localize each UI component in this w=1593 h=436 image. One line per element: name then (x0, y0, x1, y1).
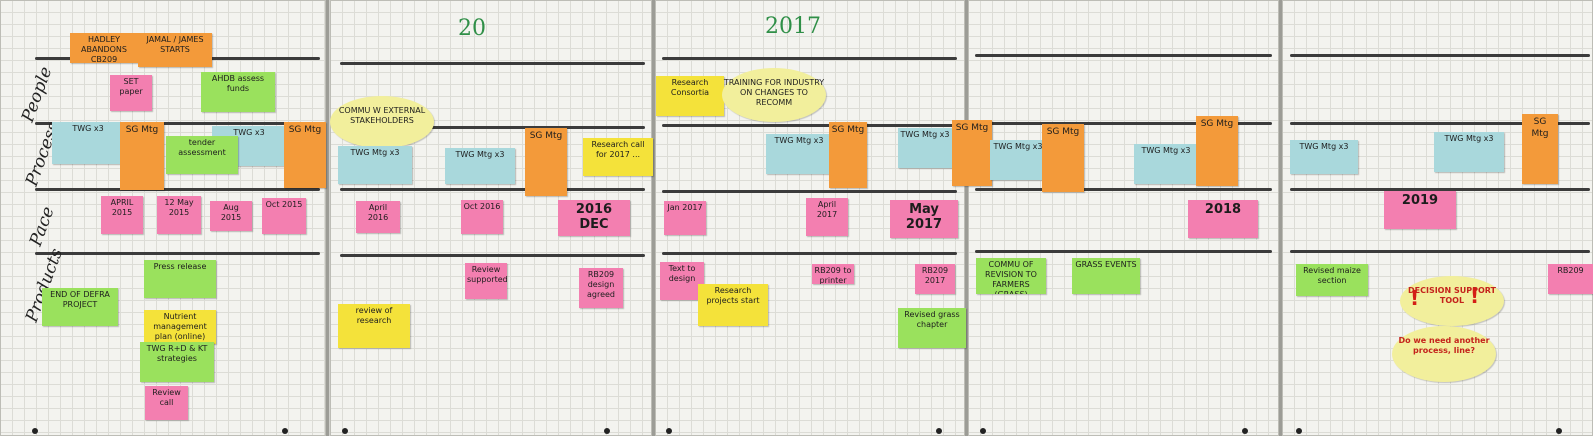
oval-note: Do we need another process, line? (1392, 326, 1496, 382)
row-line (662, 57, 957, 60)
sticky-note: TWG Mtg x3 (1290, 140, 1358, 174)
sticky-note: Review call (145, 386, 188, 420)
row-line (975, 250, 1272, 253)
sticky-note: Research projects start (698, 284, 768, 326)
oval-note: TRAINING FOR INDUSTRY ON CHANGES TO RECO… (722, 68, 826, 122)
row-line (340, 254, 645, 257)
row-line (35, 252, 320, 255)
sheet-divider (652, 0, 655, 436)
sticky-note: RB209 (1548, 264, 1593, 294)
sticky-note: AHDB assess funds (201, 72, 275, 112)
sticky-note: SG Mtg (952, 120, 992, 186)
sticky-note: SG Mtg (1042, 124, 1084, 192)
row-line (975, 122, 1272, 125)
sticky-note: Press release (144, 260, 216, 298)
sticky-note: TWG x3 (52, 122, 124, 164)
bottom-dot (604, 428, 610, 434)
sticky-note: TWG Mtg x3 (338, 146, 412, 184)
sticky-note: SET paper (110, 75, 152, 111)
sticky-note: END OF DEFRA PROJECT (42, 288, 118, 326)
sticky-note: Research Consortia (656, 76, 724, 116)
sticky-note: tender assessment (166, 136, 238, 174)
sheet-divider (1279, 0, 1282, 436)
row-line (975, 54, 1272, 57)
oval-note: DECISION SUPPORT TOOL (1400, 276, 1504, 326)
bottom-dot (1556, 428, 1562, 434)
bottom-dot (980, 428, 986, 434)
sticky-note: TWG Mtg x3 (445, 148, 515, 184)
sticky-note: JAMAL / JAMES STARTS (138, 33, 212, 67)
bottom-dot (1242, 428, 1248, 434)
sticky-note: Review supported (465, 263, 507, 299)
sticky-note: SG Mtg (1196, 116, 1238, 186)
bottom-dot (282, 428, 288, 434)
sticky-note: April 2016 (356, 201, 400, 233)
bottom-dot (342, 428, 348, 434)
row-line (340, 62, 645, 65)
sticky-note: RB209 design agreed (579, 268, 623, 308)
year-heading: 2017 (765, 14, 821, 39)
sticky-note: APRIL 2015 (101, 196, 143, 234)
sticky-note: review of research (338, 304, 410, 348)
sticky-note: Text to design (660, 262, 704, 300)
oval-note: COMMU W EXTERNAL STAKEHOLDERS (330, 96, 434, 148)
row-line (340, 188, 645, 191)
row-line (662, 252, 957, 255)
sticky-note: TWG Mtg x3 (898, 128, 952, 168)
sticky-note: Revised grass chapter (898, 308, 966, 348)
row-line (1290, 188, 1590, 191)
sticky-note: 2016 DEC (558, 200, 630, 236)
sticky-note: SG Mtg (284, 122, 326, 188)
sticky-note: Aug 2015 (210, 201, 252, 231)
sticky-note: SG Mtg (1522, 114, 1558, 184)
row-line (1290, 54, 1590, 57)
sticky-note: April 2017 (806, 198, 848, 236)
row-line (35, 188, 320, 191)
sticky-note: GRASS EVENTS (1072, 258, 1140, 294)
sticky-note: Oct 2015 (262, 198, 306, 234)
sheet-divider (326, 0, 329, 436)
row-line (1290, 250, 1590, 253)
exclamation-icon: ! (1470, 284, 1480, 308)
sticky-note: HADLEY ABANDONS CB209 (70, 33, 138, 63)
bottom-dot (666, 428, 672, 434)
bottom-dot (936, 428, 942, 434)
sticky-note: 2019 (1384, 191, 1456, 229)
sticky-note: COMMU OF REVISION TO FARMERS (GRASS) (976, 258, 1046, 294)
row-line (975, 188, 1272, 191)
sticky-note: RB209 to printer (812, 264, 854, 284)
sticky-note: RB209 2017 (915, 264, 955, 294)
sheet-divider (965, 0, 968, 436)
sticky-note: 2018 (1188, 200, 1258, 238)
sticky-note: TWG Mtg x3 (1434, 132, 1504, 172)
row-line (662, 124, 957, 127)
exclamation-icon: ! (1410, 286, 1420, 310)
sticky-note: Nutrient management plan (online) (144, 310, 216, 344)
sticky-note: TWG Mtg x3 (990, 140, 1046, 180)
sticky-note: SG Mtg (525, 128, 567, 196)
row-line (662, 190, 957, 193)
sticky-note: Jan 2017 (664, 201, 706, 235)
sticky-note: TWG Mtg x3 (1134, 144, 1198, 184)
sticky-note: SG Mtg (120, 122, 164, 190)
sticky-note: Research call for 2017 ... (583, 138, 653, 176)
row-line (1290, 122, 1590, 125)
row-line (340, 126, 645, 129)
sticky-note: TWG Mtg x3 (766, 134, 832, 174)
row-line (35, 122, 320, 125)
sticky-note: May 2017 (890, 200, 958, 238)
sticky-note: 12 May 2015 (157, 196, 201, 234)
sticky-note: SG Mtg (829, 122, 867, 188)
sticky-note: Revised maize section (1296, 264, 1368, 296)
sticky-note: Oct 2016 (461, 200, 503, 234)
sticky-note: TWG R+D & KT strategies (140, 342, 214, 382)
bottom-dot (1296, 428, 1302, 434)
year-heading: 20 (458, 16, 486, 41)
bottom-dot (32, 428, 38, 434)
